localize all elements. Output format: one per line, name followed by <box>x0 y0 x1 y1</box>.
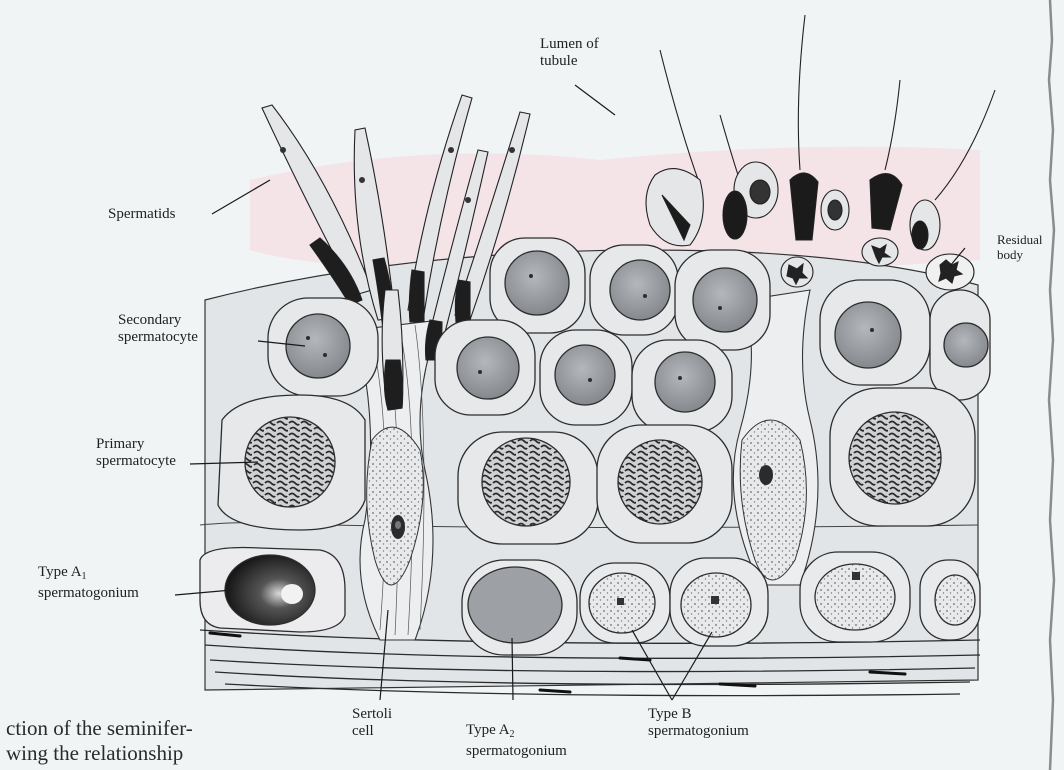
label-lumen-of-tubule: Lumen of tubule <box>540 36 599 70</box>
label-spermatids: Spermatids <box>108 206 176 223</box>
label-residual-body: Residual body <box>997 232 1043 262</box>
label-sertoli-cell: Sertoli cell <box>352 706 392 740</box>
label-type-a1-spermatogonium: Type A1 spermatogonium <box>38 564 139 602</box>
label-primary-spermatocyte: Primary spermatocyte <box>96 436 176 470</box>
residual-body <box>926 254 974 290</box>
page-edge <box>1044 0 1064 770</box>
figure-caption: ction of the seminifer- wing the relatio… <box>6 716 193 766</box>
label-type-a2-spermatogonium: Type A2 spermatogonium <box>466 722 567 760</box>
label-secondary-spermatocyte: Secondary spermatocyte <box>118 312 198 346</box>
label-type-b-spermatogonium: Type B spermatogonium <box>648 706 749 740</box>
